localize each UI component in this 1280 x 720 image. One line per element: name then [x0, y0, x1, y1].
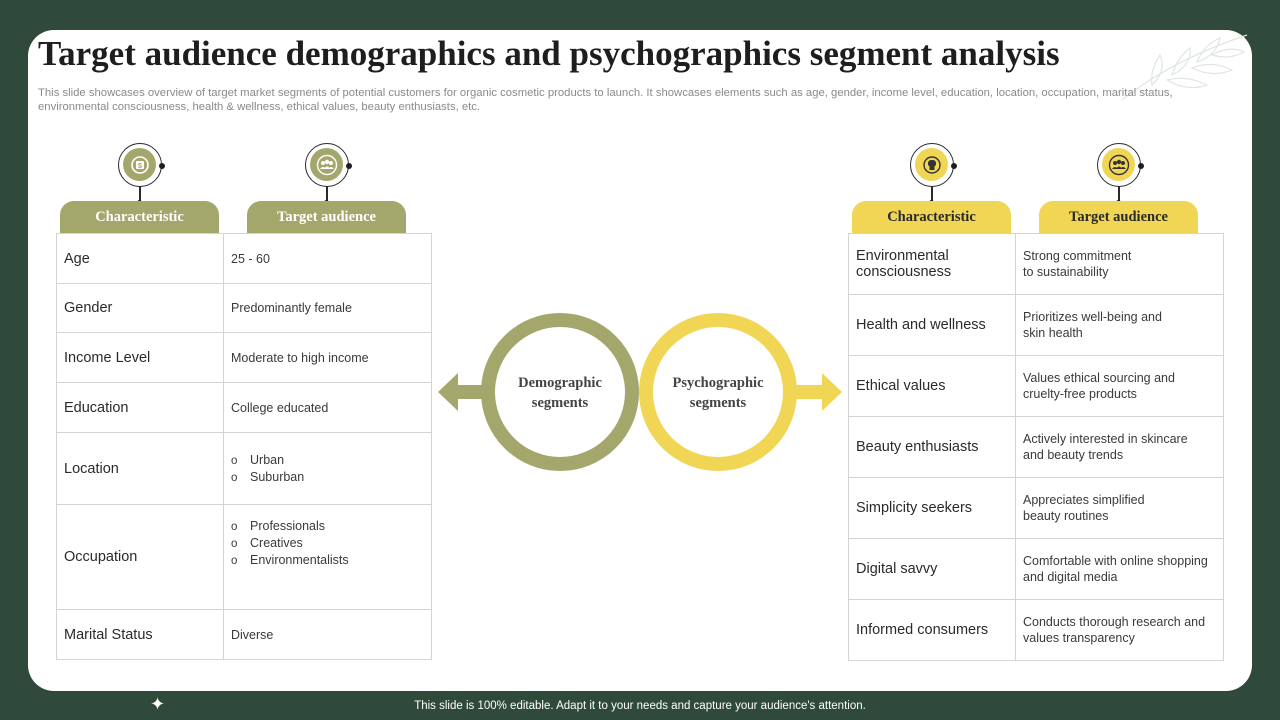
audience-group-icon — [316, 154, 337, 175]
left-arrow — [438, 373, 492, 411]
row-label: Gender — [56, 283, 224, 333]
table-row: Location Urban Suburban — [56, 432, 432, 505]
row-label: Health and wellness — [848, 294, 1016, 356]
money-icon: $ — [130, 155, 149, 174]
table-row: Simplicity seekers Appreciates simplifie… — [848, 477, 1224, 539]
psychographic-characteristic-header: Characteristic — [852, 201, 1011, 233]
row-value-list: Urban Suburban — [223, 432, 432, 505]
row-label: Simplicity seekers — [848, 477, 1016, 539]
table-row: Beauty enthusiasts Actively interested i… — [848, 416, 1224, 478]
row-value-list: Professionals Creatives Environmentalist… — [223, 504, 432, 610]
row-label: Digital savvy — [848, 538, 1016, 600]
table-row: Occupation Professionals Creatives Envir… — [56, 504, 432, 610]
table-row: Education College educated — [56, 382, 432, 433]
money-icon-badge: $ — [118, 143, 165, 205]
psychographic-audience-header: Target audience — [1039, 201, 1198, 233]
demographic-segments-label: Demographic segments — [518, 375, 602, 411]
row-label: Education — [56, 382, 224, 433]
svg-text:$: $ — [138, 163, 142, 170]
page-subtitle: This slide showcases overview of target … — [38, 87, 1173, 113]
row-value: College educated — [223, 382, 432, 433]
segments-diagram — [438, 313, 842, 471]
table-row: Digital savvy Comfortable with online sh… — [848, 538, 1224, 600]
row-label: Informed consumers — [848, 599, 1016, 661]
table-row: Income Level Moderate to high income — [56, 332, 432, 383]
row-label: Income Level — [56, 332, 224, 383]
psychographic-ring — [639, 313, 797, 471]
sparkle-icon: ✦ — [150, 694, 166, 714]
mind-icon — [922, 155, 941, 174]
row-label: Location — [56, 432, 224, 505]
audience-group-icon-badge — [305, 143, 352, 205]
table-row: Age 25 - 60 — [56, 233, 432, 284]
table-row: Ethical values Values ethical sourcing a… — [848, 355, 1224, 417]
row-label: Marital Status — [56, 609, 224, 660]
demographic-ring — [481, 313, 639, 471]
list-item: Professionals — [231, 518, 424, 535]
demographic-audience-header: Target audience — [247, 201, 406, 233]
row-value: Moderate to high income — [223, 332, 432, 383]
row-value: Diverse — [223, 609, 432, 660]
demographic-table: Age 25 - 60 Gender Predominantly female … — [56, 233, 432, 660]
table-row: Health and wellness Prioritizes well-bei… — [848, 294, 1224, 356]
table-row: Gender Predominantly female — [56, 283, 432, 333]
table-row: Informed consumers Conducts thorough res… — [848, 599, 1224, 661]
leaf-decoration — [1121, 34, 1248, 101]
list-item: Creatives — [231, 535, 424, 552]
row-label: Occupation — [56, 504, 224, 610]
list-item: Suburban — [231, 469, 424, 486]
people-icon — [1108, 154, 1129, 175]
table-row: Marital Status Diverse — [56, 609, 432, 660]
row-value: Predominantly female — [223, 283, 432, 333]
row-label: Beauty enthusiasts — [848, 416, 1016, 478]
list-item: Urban — [231, 452, 424, 469]
page-title: Target audience demographics and psychog… — [38, 34, 1060, 73]
row-label: Age — [56, 233, 224, 284]
psychographic-segments-label: Psychographic segments — [672, 375, 764, 411]
row-label: Ethical values — [848, 355, 1016, 417]
footer-note: This slide is 100% editable. Adapt it to… — [414, 700, 866, 712]
row-value: 25 - 60 — [223, 233, 432, 284]
people-icon-badge — [1097, 143, 1144, 205]
right-arrow — [788, 373, 842, 411]
list-item: Environmentalists — [231, 552, 424, 569]
demographic-characteristic-header: Characteristic — [60, 201, 219, 233]
mind-icon-badge — [910, 143, 957, 205]
